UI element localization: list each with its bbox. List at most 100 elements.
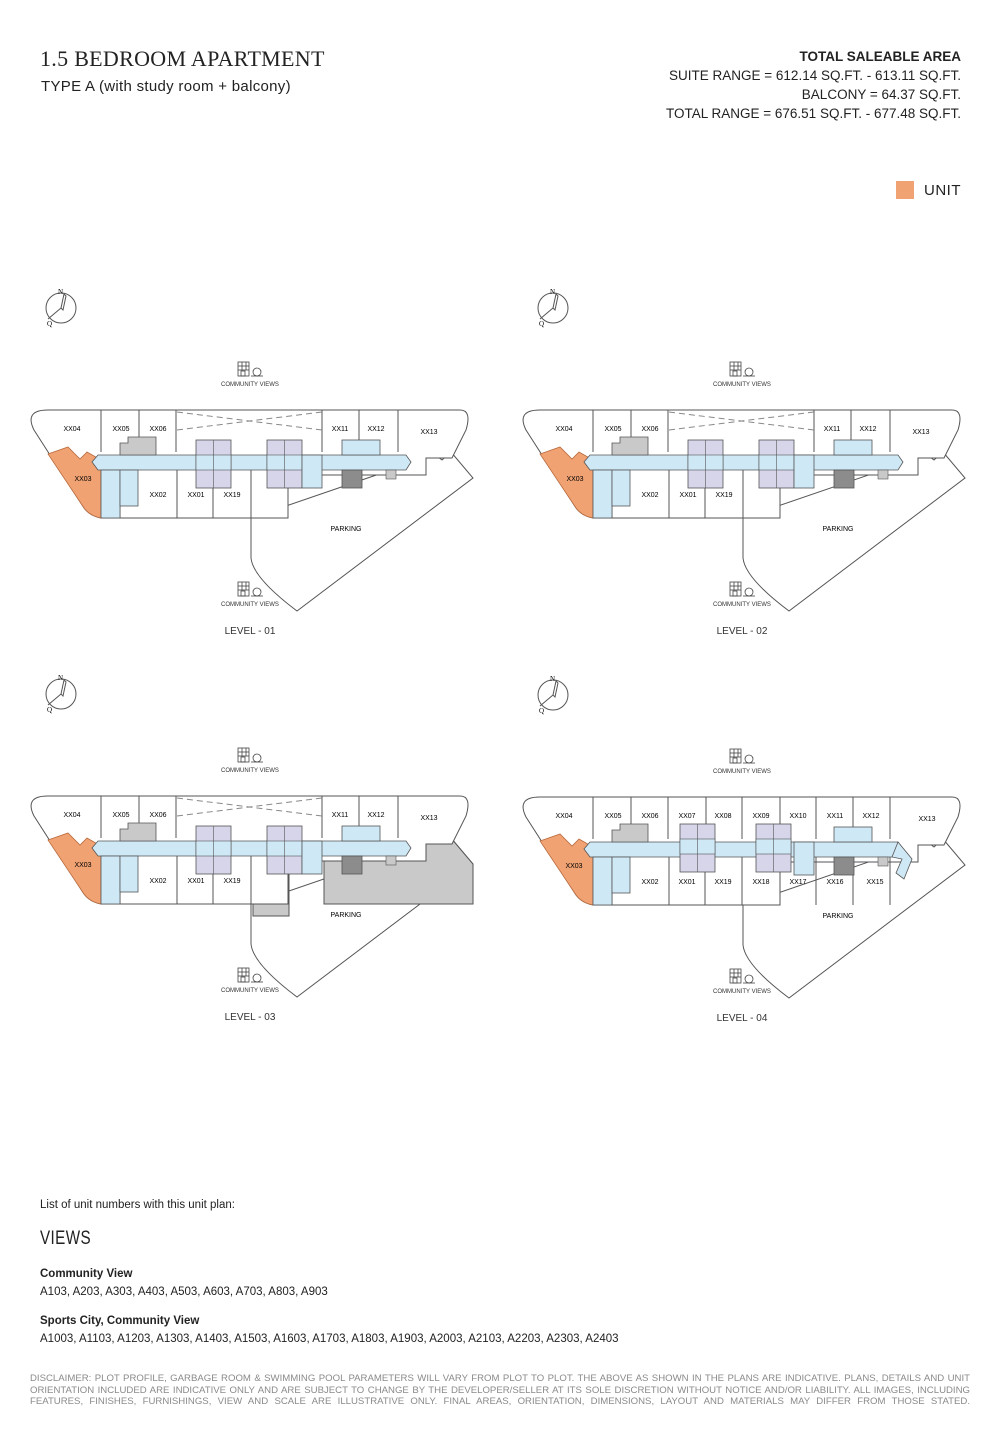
icon-part (240, 370, 246, 377)
icon-part (237, 967, 250, 983)
icon-part (732, 757, 738, 764)
service-core (119, 469, 139, 507)
garbage-room (611, 823, 649, 843)
icon-part (729, 581, 742, 597)
unit-label: XX03 (566, 476, 583, 483)
compass-q-label: Q (47, 320, 52, 328)
unit-label: XX05 (112, 812, 129, 819)
unit-label: XX09 (752, 813, 769, 820)
parking-area (742, 838, 966, 999)
parking-label: PARKING (331, 526, 362, 533)
corridor-branch (301, 840, 323, 875)
unit-label: XX01 (187, 492, 204, 499)
unit-label: XX01 (678, 879, 695, 886)
unit-label: XX17 (789, 879, 806, 886)
parking-label: PARKING (823, 526, 854, 533)
community-views-label: COMMUNITY VIEWS (713, 989, 771, 995)
highlighted-unit (47, 446, 102, 519)
compass-north-label: N (58, 674, 63, 682)
icon-part (729, 361, 742, 377)
level-label: LEVEL - 02 (717, 626, 768, 637)
community-views-icon (729, 748, 755, 764)
compass-north-label: N (550, 675, 555, 683)
service-core (611, 469, 631, 507)
community-views-label: COMMUNITY VIEWS (221, 602, 279, 608)
icon-part (729, 968, 742, 984)
shaft (877, 856, 889, 867)
void-cross (668, 411, 815, 431)
icon-part (237, 747, 250, 763)
unit-label: XX11 (827, 813, 844, 820)
compass-north-label: N (550, 288, 555, 296)
unit-label: XX05 (112, 426, 129, 433)
unit-label: XX01 (187, 878, 204, 885)
compass-needle-icon (539, 292, 559, 320)
unit-label: XX19 (714, 879, 731, 886)
unit-label: XX06 (641, 813, 658, 820)
unit-label: XX03 (565, 863, 582, 870)
view-group-units: A1003, A1103, A1203, A1303, A1403, A1503… (40, 1333, 619, 1345)
unit-label: XX07 (678, 813, 695, 820)
parking-label: PARKING (331, 912, 362, 919)
compass-icon (537, 292, 569, 324)
compass-q-label: Q (47, 706, 52, 714)
views-heading: VIEWS (40, 1228, 91, 1249)
unit-label: XX06 (149, 812, 166, 819)
legend: UNIT (896, 181, 961, 199)
icon-part (744, 587, 754, 597)
compass-needle-icon (539, 679, 559, 707)
stair-core (592, 856, 613, 906)
unit-label: XX05 (604, 426, 621, 433)
lobby (833, 826, 873, 843)
community-views-icon (237, 747, 263, 763)
area-heading: TOTAL SALEABLE AREA (799, 49, 961, 64)
community-views-label: COMMUNITY VIEWS (221, 382, 279, 388)
icon-part (240, 756, 246, 763)
service-core (611, 856, 631, 894)
icon-part (732, 590, 738, 597)
legend-label: UNIT (924, 181, 961, 199)
icon-part (237, 581, 250, 597)
icon-part (240, 590, 246, 597)
unit-label: XX13 (420, 815, 437, 822)
level-label: LEVEL - 04 (717, 1013, 768, 1024)
view-group-units: A103, A203, A303, A403, A503, A603, A703… (40, 1286, 328, 1298)
community-views-icon (237, 361, 263, 377)
community-views-icon (729, 581, 755, 597)
icon-part (237, 361, 250, 377)
unit-label: XX12 (859, 426, 876, 433)
unit-label: XX12 (367, 812, 384, 819)
unit-label: XX16 (826, 879, 843, 886)
unit-label: XX08 (714, 813, 731, 820)
icon-part (240, 976, 246, 983)
parking-area (250, 451, 474, 612)
unit-label: XX13 (912, 429, 929, 436)
highlighted-unit (539, 833, 594, 906)
icon-part (744, 754, 754, 764)
unit-label: XX04 (63, 812, 80, 819)
garbage-room (119, 436, 157, 456)
unit-label: XX06 (149, 426, 166, 433)
garbage-room (119, 822, 157, 842)
unit-label: XX06 (641, 426, 658, 433)
icon-part (252, 753, 262, 763)
unit-label: XX03 (74, 862, 91, 869)
corridor-branch (793, 841, 815, 876)
unit-label: XX11 (332, 426, 349, 433)
unit-label: XX01 (679, 492, 696, 499)
shaft (877, 469, 889, 480)
unit-label: XX18 (752, 879, 769, 886)
page-subtitle: TYPE A (with study room + balcony) (41, 78, 291, 95)
unit-label: XX11 (824, 426, 841, 433)
community-views-icon (237, 967, 263, 983)
disclaimer: DISCLAIMER: PLOT PROFILE, GARBAGE ROOM &… (30, 1373, 970, 1407)
level-label: LEVEL - 03 (225, 1012, 276, 1023)
parking-label: PARKING (823, 913, 854, 920)
service-room (833, 469, 855, 489)
corridor-branch (793, 454, 815, 489)
icon-part (252, 973, 262, 983)
garbage-room (611, 436, 649, 456)
unit-label: XX02 (641, 492, 658, 499)
unit-label: XX04 (555, 813, 572, 820)
